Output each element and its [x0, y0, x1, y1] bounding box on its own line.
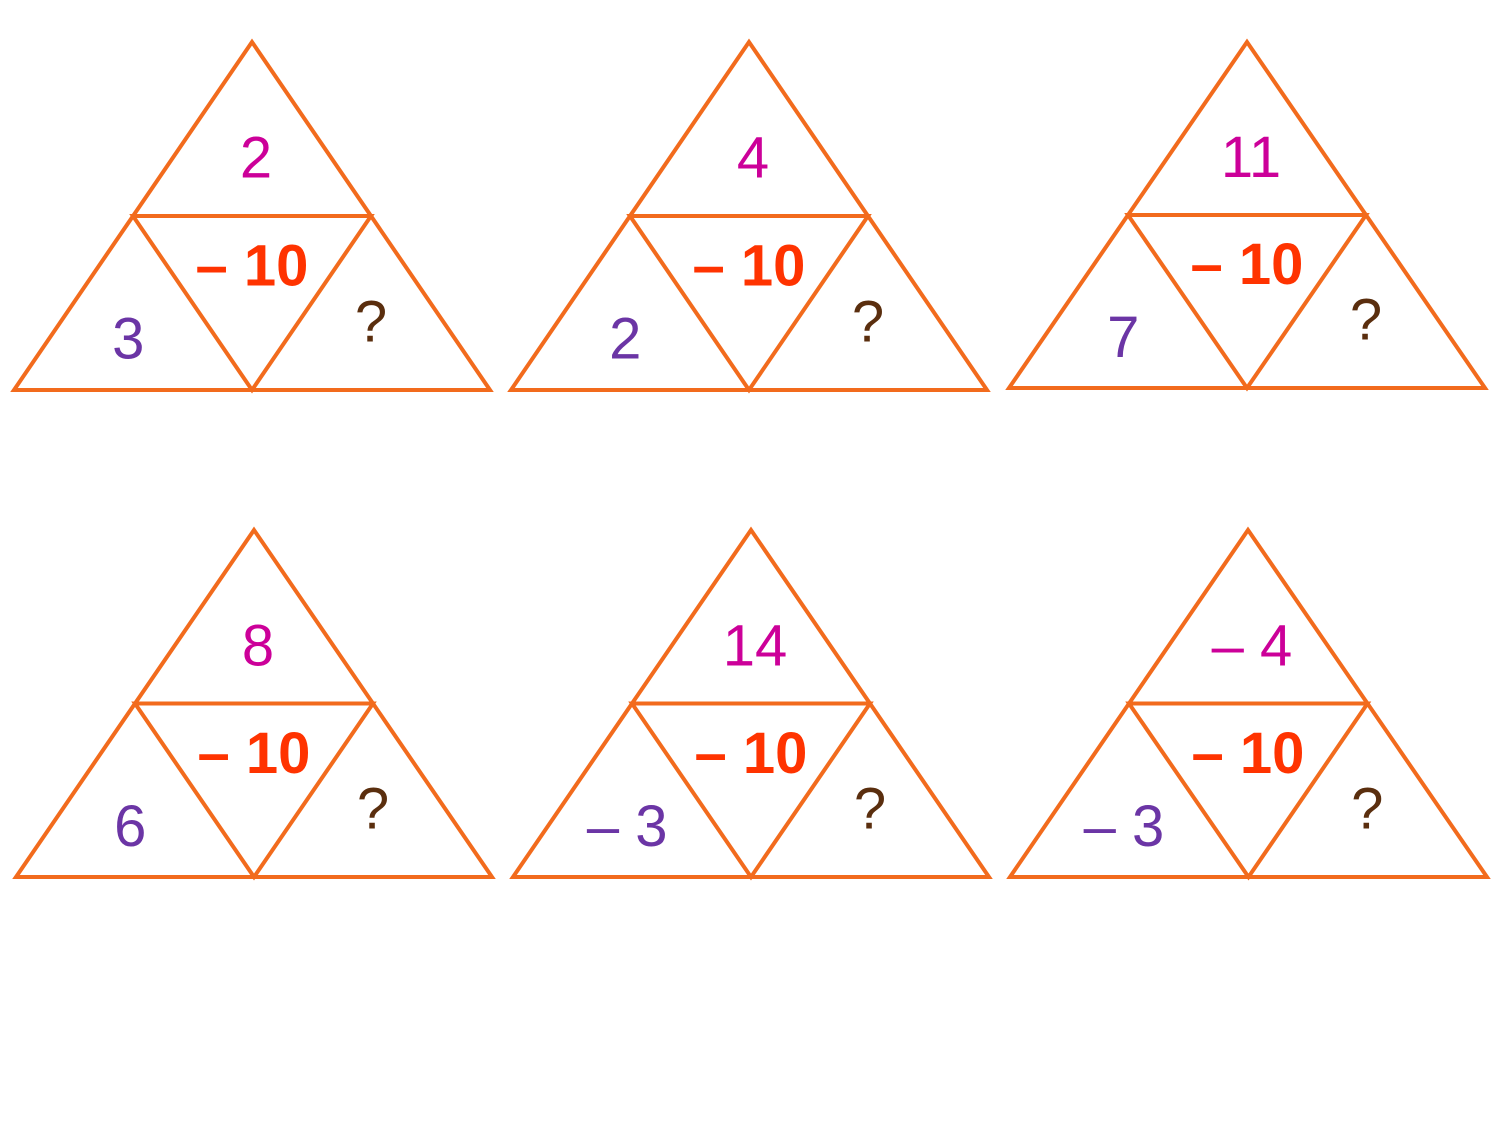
- inner-triangle: [1125, 701, 1372, 881]
- left-number: 3: [112, 307, 144, 372]
- triangle-puzzle-4: 8 – 10 6?: [12, 526, 496, 881]
- left-number: – 3: [1084, 794, 1165, 859]
- top-number: 8: [242, 613, 274, 678]
- unknown-answer[interactable]: ?: [355, 289, 387, 354]
- unknown-answer[interactable]: ?: [1350, 288, 1382, 353]
- top-number: 11: [1221, 125, 1281, 190]
- unknown-answer[interactable]: ?: [852, 289, 884, 354]
- unknown-answer[interactable]: ?: [1351, 776, 1383, 841]
- left-number: 7: [1107, 305, 1139, 370]
- triangle-puzzle-5: 14 – 10 – 3?: [509, 526, 993, 881]
- inner-triangle: [626, 214, 872, 394]
- operation-label: – 10: [1192, 721, 1305, 786]
- triangle-puzzle-2: 4 – 10 2?: [507, 38, 991, 394]
- triangle-puzzle-3: 11 – 10 7?: [1005, 38, 1489, 392]
- unknown-answer[interactable]: ?: [357, 776, 389, 841]
- unknown-answer[interactable]: ?: [854, 776, 886, 841]
- inner-triangle: [1124, 213, 1370, 392]
- inner-triangle: [628, 701, 874, 881]
- triangle-puzzle-6: – 4 – 10 – 3?: [1006, 526, 1491, 881]
- top-number: 14: [723, 613, 788, 678]
- operation-label: – 10: [1191, 232, 1304, 297]
- top-number: 2: [240, 126, 272, 191]
- inner-triangle: [129, 214, 375, 394]
- top-number: – 4: [1212, 613, 1293, 678]
- inner-triangle: [131, 701, 377, 881]
- left-number: 2: [609, 307, 641, 372]
- operation-label: – 10: [198, 721, 311, 786]
- operation-label: – 10: [693, 234, 806, 299]
- operation-label: – 10: [695, 721, 808, 786]
- triangle-puzzle-1: 2 – 10 3?: [10, 38, 494, 394]
- left-number: – 3: [587, 794, 668, 859]
- operation-label: – 10: [196, 234, 309, 299]
- left-number: 6: [114, 794, 146, 859]
- top-number: 4: [737, 126, 769, 191]
